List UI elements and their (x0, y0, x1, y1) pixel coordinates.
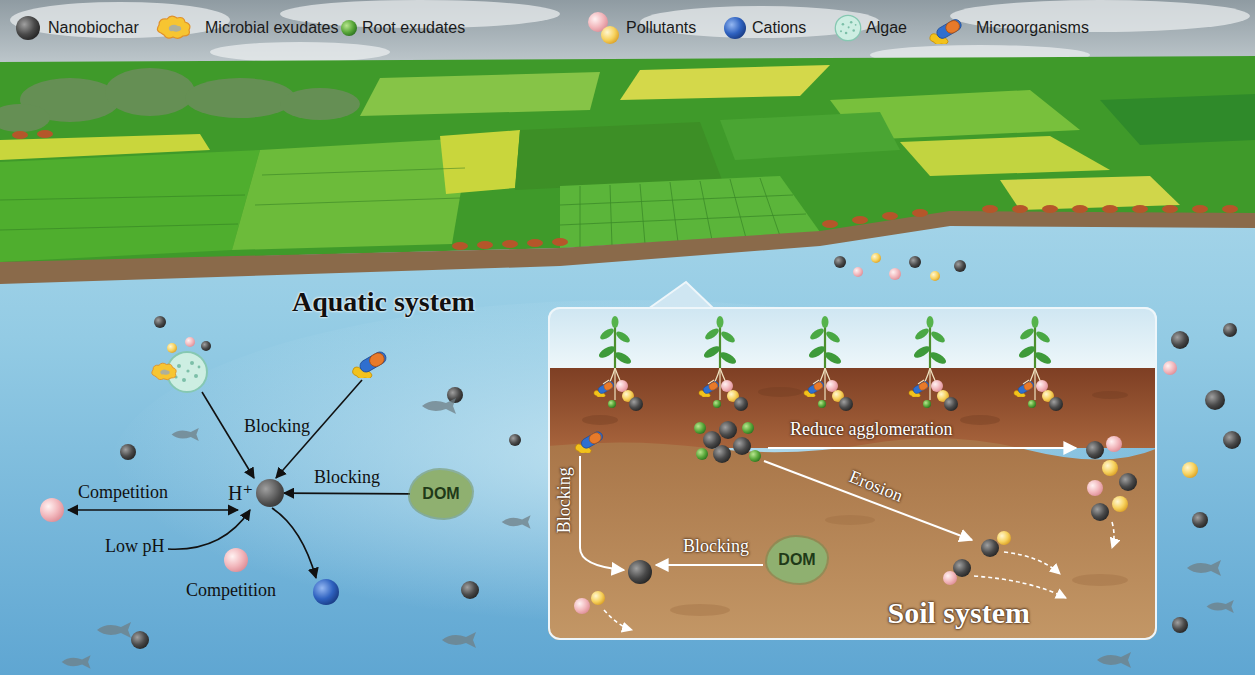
node-label: DOM (778, 551, 815, 569)
label-anchor: Erosion (846, 466, 906, 506)
label-anchor: Low pH (105, 536, 165, 557)
drifting-particles (120, 253, 1241, 649)
label-anchor: Blocking (683, 536, 749, 557)
aquatic-mechanisms (40, 337, 388, 605)
mechanism-label: Low pH (105, 536, 165, 557)
mechanism-label: Blocking (244, 416, 310, 437)
label-anchor: Competition (78, 482, 168, 503)
legend-text: Microorganisms (976, 19, 1089, 37)
label-anchor: Algae (866, 19, 907, 37)
label-anchor: Microbial exudates (205, 19, 338, 37)
panel-title: Soil system (888, 596, 1031, 630)
node-label: H⁺ (228, 481, 253, 505)
label-anchor: Nanobiochar (48, 19, 139, 37)
legend-icons (16, 12, 963, 45)
system-title: Aquatic system (292, 286, 475, 318)
label-anchor: Competition (186, 580, 276, 601)
legend-text: Nanobiochar (48, 19, 139, 37)
mechanism-label: Erosion (846, 466, 906, 506)
label-anchor: Blocking (554, 467, 575, 533)
label-anchor: Root exudates (362, 19, 465, 37)
dom-blob: DOM (410, 470, 472, 518)
dom-blob: DOM (767, 537, 827, 583)
mechanism-label: Competition (78, 482, 168, 503)
mechanism-label: Blocking (554, 467, 575, 533)
legend-text: Cations (752, 19, 806, 37)
nanobiochar-particle: H⁺ (228, 479, 284, 507)
mechanism-label: Competition (186, 580, 276, 601)
biochar-ball (256, 479, 284, 507)
shoreline (0, 130, 1255, 284)
label-anchor: Aquatic system (292, 286, 475, 318)
label-anchor: Microorganisms (976, 19, 1089, 37)
label-anchor: Pollutants (626, 19, 696, 37)
legend-text: Pollutants (626, 19, 696, 37)
connector-arrow (284, 492, 410, 494)
label-anchor: Cations (752, 19, 806, 37)
edge-label: Blocking (314, 467, 380, 488)
node-label: DOM (422, 485, 459, 503)
legend-text: Root exudates (362, 19, 465, 37)
soil-cross-section (548, 307, 1157, 640)
label-anchor: Reduce agglomeration (790, 419, 952, 440)
mechanism-label: Blocking (683, 536, 749, 557)
label-anchor: Blocking (244, 416, 310, 437)
legend-text: Algae (866, 19, 907, 37)
farm-fields (0, 56, 1255, 263)
mechanism-label: Reduce agglomeration (790, 419, 952, 440)
label-anchor: Blocking (314, 467, 380, 488)
legend-text: Microbial exudates (205, 19, 338, 37)
callout-pointer (648, 282, 714, 309)
